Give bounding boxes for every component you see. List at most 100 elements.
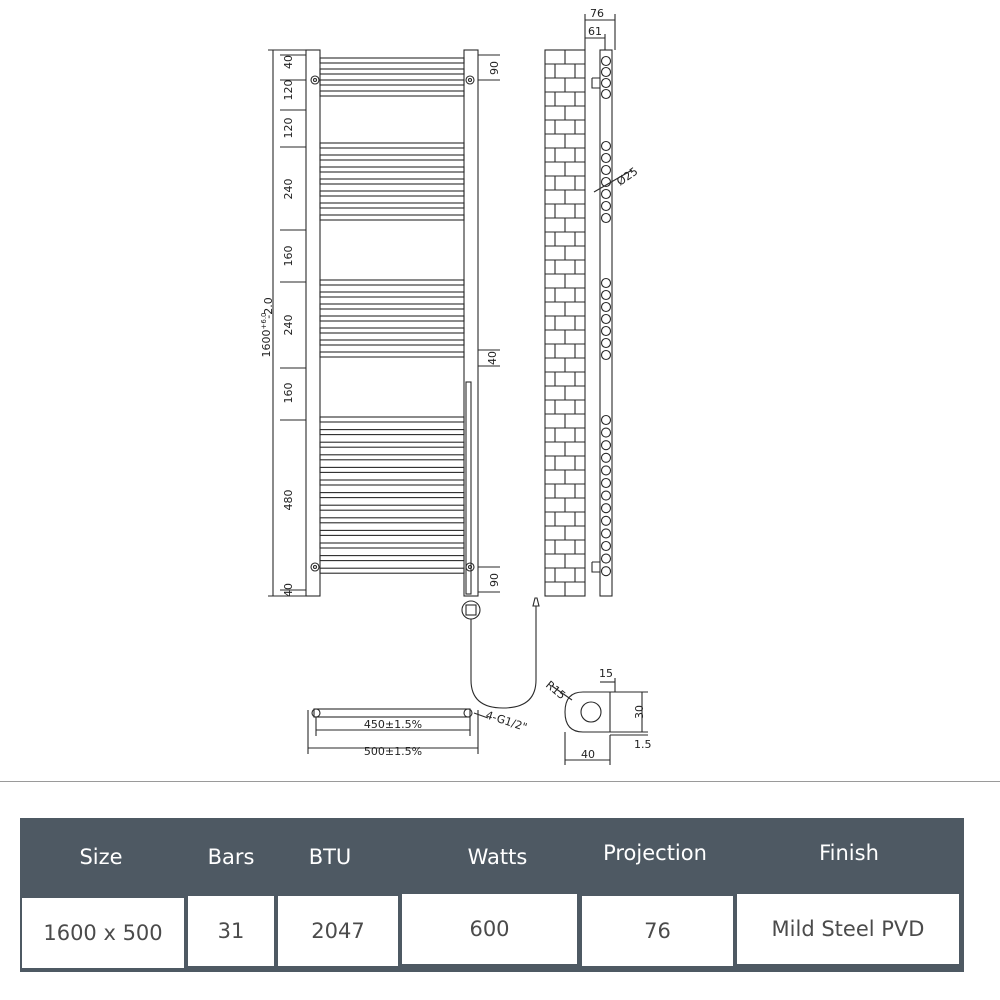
towel-bar-9 xyxy=(319,202,465,209)
header-btu: BTU xyxy=(308,845,352,869)
towel-bar-29 xyxy=(319,555,465,562)
side-bar-30 xyxy=(600,566,612,577)
dim-bracket-top: 90 xyxy=(488,61,501,75)
side-bar-25 xyxy=(600,503,612,514)
top-view-rail xyxy=(313,708,471,718)
dim-overall-height: 1600+6.0 xyxy=(260,313,273,358)
dim-h-2: 120 xyxy=(282,118,295,139)
towel-bar-11 xyxy=(319,279,465,286)
towel-bar-22 xyxy=(319,466,465,473)
side-bar-5 xyxy=(600,152,612,164)
brick-wall xyxy=(545,49,585,596)
cell-bars: 31 xyxy=(188,896,274,966)
technical-drawing: 40 120 120 240 160 240 160 480 40 1600+6… xyxy=(260,7,652,765)
side-view xyxy=(544,14,633,597)
spec-table: Size Bars BTU Watts Projection Finish 16… xyxy=(20,818,964,972)
header-bars: Bars xyxy=(207,845,255,869)
header-finish: Finish xyxy=(819,841,879,865)
cell-watts: 600 xyxy=(402,894,577,964)
towel-bar-17 xyxy=(319,351,465,358)
towel-bar-13 xyxy=(319,303,465,310)
towel-bar-26 xyxy=(319,517,465,524)
dim-h-1: 120 xyxy=(282,80,295,101)
side-bar-18 xyxy=(600,414,612,426)
dim-h-6: 160 xyxy=(282,383,295,404)
cell-projection: 76 xyxy=(582,896,733,966)
side-bar-3 xyxy=(600,88,612,100)
dim-h-5: 240 xyxy=(282,315,295,336)
dim-h-8: 40 xyxy=(282,583,295,597)
dim-h-0: 40 xyxy=(282,55,295,69)
cell-finish: Mild Steel PVD xyxy=(737,894,959,964)
side-bar-24 xyxy=(600,490,612,501)
side-bar-15 xyxy=(600,325,612,337)
towel-bar-15 xyxy=(319,327,465,334)
towel-bar-28 xyxy=(319,542,465,549)
dim-bracket-height: 30 xyxy=(633,705,646,719)
heating-element xyxy=(465,381,472,595)
towel-bar-12 xyxy=(319,291,465,298)
fixing-points xyxy=(310,75,475,572)
bracket-detail xyxy=(551,678,648,765)
cell-btu: 2047 xyxy=(278,896,398,966)
dim-bar-diameter: Ø25 xyxy=(614,165,640,189)
towel-bars xyxy=(319,57,465,574)
dim-overall-tolerance-lower: -2.0 xyxy=(262,297,275,318)
side-bar-6 xyxy=(600,164,612,176)
towel-bar-19 xyxy=(319,429,465,436)
front-view xyxy=(268,49,540,709)
towel-bar-30 xyxy=(319,567,465,574)
side-bar-10 xyxy=(600,212,612,224)
side-bar-profiles xyxy=(600,55,612,577)
header-projection: Projection xyxy=(603,841,707,865)
towel-bar-5 xyxy=(319,154,465,161)
side-bar-23 xyxy=(600,477,612,489)
side-bar-19 xyxy=(600,427,612,438)
dim-bracket-radius: R15 xyxy=(543,678,568,702)
dim-bracket-thickness: 1.5 xyxy=(634,738,652,751)
dim-width: 500±1.5% xyxy=(364,745,422,758)
towel-bar-18 xyxy=(319,416,465,423)
towel-bar-23 xyxy=(319,479,465,486)
dim-h-7: 480 xyxy=(282,490,295,511)
towel-bar-10 xyxy=(319,214,465,221)
side-bar-8 xyxy=(600,188,612,200)
dim-bracket-depth: 40 xyxy=(581,748,595,761)
towel-bar-8 xyxy=(319,190,465,197)
side-bar-20 xyxy=(600,440,612,451)
dim-h-3: 240 xyxy=(282,179,295,200)
towel-bar-25 xyxy=(319,504,465,511)
cell-size: 1600 x 500 xyxy=(22,898,184,968)
side-bar-22 xyxy=(600,465,612,476)
towel-bar-7 xyxy=(319,178,465,185)
towel-bar-24 xyxy=(319,492,465,499)
towel-bar-21 xyxy=(319,454,465,461)
section-divider xyxy=(0,781,1000,782)
side-bar-29 xyxy=(600,553,612,564)
towel-bar-2 xyxy=(319,79,465,86)
side-bar-21 xyxy=(600,452,612,463)
dim-valve: 4-G1/2" xyxy=(484,708,529,734)
side-bar-14 xyxy=(600,313,612,325)
top-view xyxy=(307,708,489,754)
towel-bar-20 xyxy=(319,441,465,448)
towel-bar-14 xyxy=(319,315,465,322)
towel-bar-1 xyxy=(319,68,465,75)
side-bar-4 xyxy=(600,140,612,152)
towel-bar-0 xyxy=(319,57,465,64)
dim-bracket-width: 15 xyxy=(599,667,613,680)
side-bar-0 xyxy=(600,55,612,67)
header-watts: Watts xyxy=(467,845,528,869)
connector-box xyxy=(461,600,481,620)
side-rail xyxy=(599,49,613,597)
towel-bar-16 xyxy=(319,339,465,346)
side-bar-1 xyxy=(600,66,612,78)
dim-wall-gap: 61 xyxy=(588,25,602,38)
side-bar-13 xyxy=(600,301,612,313)
header-size: Size xyxy=(79,845,123,869)
left-rail xyxy=(305,49,321,597)
side-bar-2 xyxy=(600,77,612,89)
power-cable xyxy=(470,606,537,709)
dim-cable-offset: 40 xyxy=(486,351,499,365)
side-bar-26 xyxy=(600,515,612,526)
